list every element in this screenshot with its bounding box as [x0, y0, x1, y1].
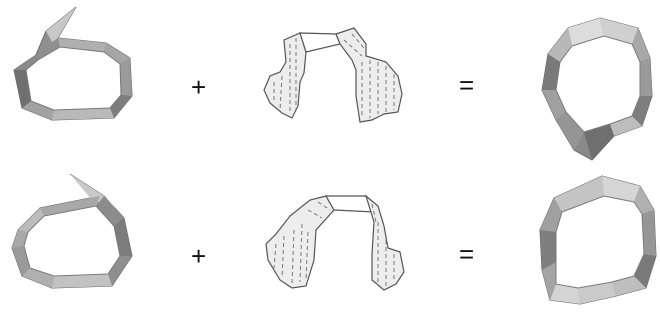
row-1-closed-ring	[542, 18, 652, 160]
row-2-plus-sign: +	[191, 243, 206, 269]
row-2-open-ring	[12, 174, 132, 288]
row-2-equals-sign: =	[459, 241, 474, 267]
row-1-plus-sign: +	[191, 74, 206, 100]
row-2-closed-ring	[540, 176, 656, 304]
row-1-dashed-strip	[264, 28, 402, 122]
row-1-open-ring	[14, 7, 132, 120]
row-1-equals-sign: =	[459, 72, 474, 98]
row-2-dashed-strip	[266, 196, 404, 290]
